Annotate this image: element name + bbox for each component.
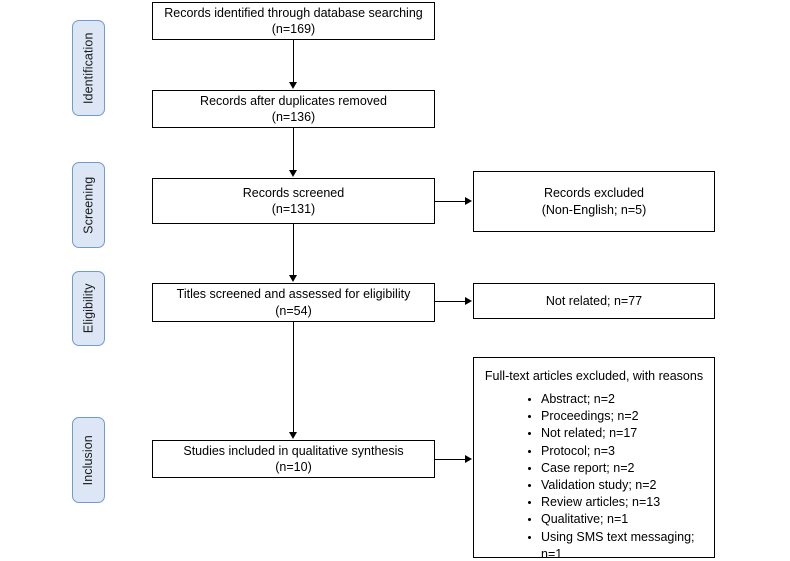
arrowhead-identified-to-duplicates	[288, 82, 297, 89]
fulltext-excluded-list: Abstract; n=2 Proceedings; n=2 Not relat…	[482, 391, 706, 561]
arrowhead-screened-to-excluded	[465, 196, 472, 205]
list-item: Case report; n=2	[528, 460, 706, 477]
list-item: Proceedings; n=2	[528, 408, 706, 425]
stage-label-identification-text: Identification	[81, 32, 96, 104]
connector-screened-to-titles	[293, 224, 295, 276]
box-not-related: Not related; n=77	[473, 283, 715, 319]
connector-titles-to-notrelated	[435, 300, 466, 302]
list-item: Review articles; n=13	[528, 494, 706, 511]
box-studies-included: Studies included in qualitative synthesi…	[152, 440, 435, 478]
box-fulltext-excluded-reasons: Full-text articles excluded, with reason…	[473, 357, 715, 561]
list-item: Abstract; n=2	[528, 391, 706, 408]
arrowhead-included-to-reasons	[465, 454, 472, 463]
box-titles-screened-text: Titles screened and assessed for eligibi…	[176, 287, 411, 318]
stage-label-screening: Screening	[72, 162, 105, 248]
list-item: Validation study; n=2	[528, 477, 706, 494]
connector-titles-to-included	[293, 322, 295, 433]
list-item: Protocol; n=3	[528, 443, 706, 460]
box-not-related-text: Not related; n=77	[545, 293, 643, 308]
arrowhead-screened-to-titles	[288, 275, 297, 282]
box-titles-screened: Titles screened and assessed for eligibi…	[152, 283, 435, 322]
stage-label-eligibility-text: Eligibility	[81, 283, 96, 334]
box-records-excluded-text: Records excluded (Non-English; n=5)	[541, 186, 647, 217]
connector-identified-to-duplicates	[293, 40, 295, 83]
connector-duplicates-to-screened	[293, 128, 295, 171]
stage-label-inclusion-text: Inclusion	[81, 434, 96, 486]
stage-label-inclusion: Inclusion	[72, 417, 105, 503]
arrowhead-duplicates-to-screened	[288, 170, 297, 177]
fulltext-excluded-title: Full-text articles excluded, with reason…	[484, 369, 704, 383]
stage-label-eligibility: Eligibility	[72, 271, 105, 346]
list-item: Using SMS text messaging; n=1	[528, 529, 706, 561]
connector-included-to-reasons	[435, 458, 466, 460]
box-records-identified: Records identified through database sear…	[152, 2, 435, 40]
box-records-screened-text: Records screened (n=131)	[242, 185, 345, 217]
connector-screened-to-excluded	[435, 200, 466, 202]
box-records-after-duplicates: Records after duplicates removed (n=136)	[152, 90, 435, 128]
list-item: Not related; n=17	[528, 425, 706, 442]
list-item: Qualitative; n=1	[528, 511, 706, 528]
stage-label-identification: Identification	[72, 20, 105, 116]
arrowhead-titles-to-notrelated	[465, 296, 472, 305]
stage-label-screening-text: Screening	[81, 176, 96, 234]
box-records-identified-text: Records identified through database sear…	[164, 5, 423, 37]
box-records-after-duplicates-text: Records after duplicates removed (n=136)	[200, 93, 387, 125]
box-records-screened: Records screened (n=131)	[152, 178, 435, 224]
box-records-excluded: Records excluded (Non-English; n=5)	[473, 171, 715, 232]
arrowhead-titles-to-included	[288, 432, 297, 439]
box-studies-included-text: Studies included in qualitative synthesi…	[183, 443, 404, 475]
